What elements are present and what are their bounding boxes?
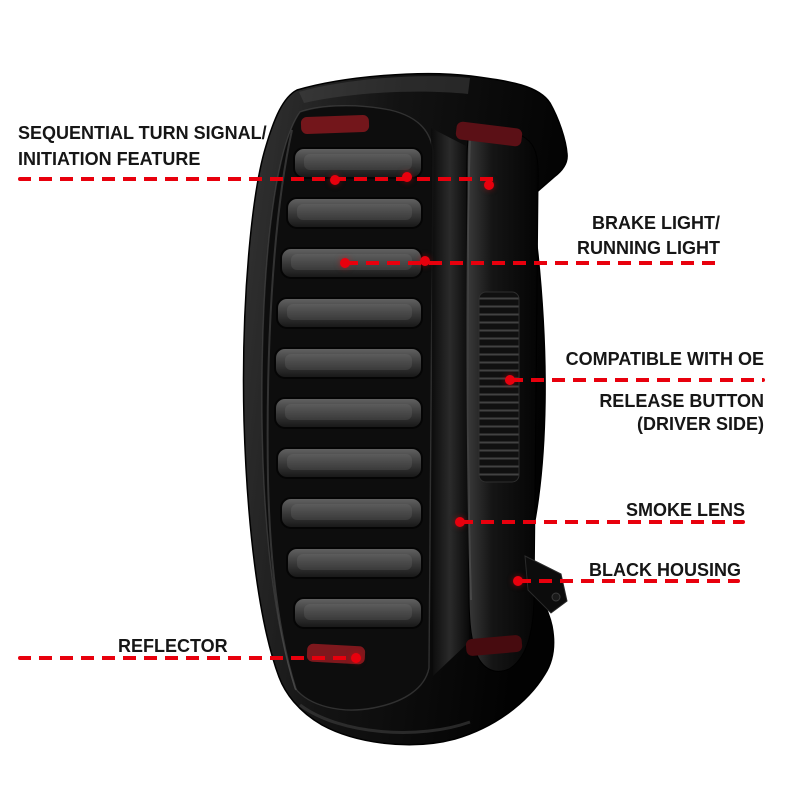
- label-line: INITIATION FEATURE: [18, 149, 201, 169]
- callout-line-brake-light: [345, 261, 720, 265]
- label-line: SEQUENTIAL TURN SIGNAL/: [18, 123, 267, 143]
- callout-label-black-housing: BLACK HOUSING: [589, 560, 741, 580]
- callout-line-smoke-lens: [460, 520, 745, 524]
- callout-marker-reflector: [351, 653, 361, 663]
- callout-line-black-housing: [518, 579, 740, 583]
- callout-marker-sequential-3: [484, 180, 494, 190]
- lens-slats: [274, 147, 423, 629]
- callout-marker-brake-2: [420, 256, 430, 266]
- label-line: RUNNING LIGHT: [577, 238, 720, 258]
- oe-release-button-area: [478, 291, 520, 483]
- callout-label-oe-compatible: COMPATIBLE WITH OE: [565, 349, 764, 369]
- callout-line-sequential-turn-signal: [18, 177, 496, 181]
- callout-marker-black-housing: [513, 576, 523, 586]
- callout-marker-smoke-lens: [455, 517, 465, 527]
- callout-line-oe-release: [510, 378, 765, 382]
- callout-label-reflector: REFLECTOR: [118, 636, 228, 656]
- callout-label-smoke-lens: SMOKE LENS: [625, 500, 745, 520]
- label-line: RELEASE BUTTON: [599, 391, 764, 411]
- label-line: (DRIVER SIDE): [636, 414, 764, 434]
- callout-label-brake-light: BRAKE LIGHT/ RUNNING LIGHT: [577, 211, 720, 261]
- callout-label-oe-release: RELEASE BUTTON (DRIVER SIDE): [599, 390, 764, 436]
- callout-label-sequential-turn-signal: SEQUENTIAL TURN SIGNAL/ INITIATION FEATU…: [18, 120, 267, 172]
- callout-marker-sequential-1: [330, 175, 340, 185]
- callout-marker-brake-1: [340, 258, 350, 268]
- label-line: BRAKE LIGHT/: [592, 213, 720, 233]
- callout-marker-sequential-2: [402, 172, 412, 182]
- callout-line-reflector: [18, 656, 357, 660]
- callout-marker-oe-release: [505, 375, 515, 385]
